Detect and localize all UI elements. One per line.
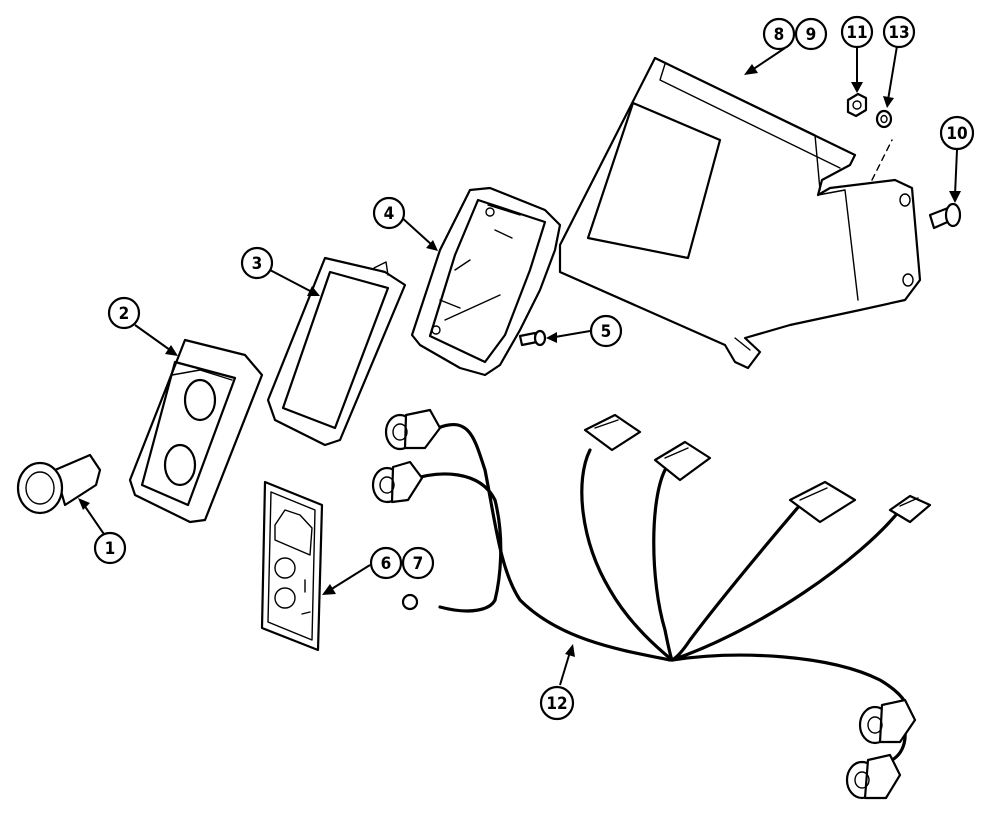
svg-text:5: 5: [601, 322, 612, 342]
svg-text:1: 1: [105, 539, 116, 559]
svg-text:11: 11: [846, 23, 867, 43]
bulb-socket: [371, 460, 424, 504]
connector: [653, 440, 712, 482]
svg-text:10: 10: [946, 124, 967, 144]
callout-7: 7: [401, 546, 435, 580]
callout-1: 1: [93, 531, 127, 565]
connector: [583, 413, 642, 452]
ring-terminal: [401, 593, 419, 611]
decal-plate: [260, 480, 324, 652]
svg-text:2: 2: [119, 304, 130, 324]
callout-3: 3: [240, 246, 274, 280]
connector: [888, 494, 932, 524]
wiring-harness: [371, 408, 932, 800]
callout-5: 5: [589, 314, 623, 348]
bulb-socket: [384, 408, 442, 451]
svg-text:4: 4: [384, 204, 395, 224]
callout-2: 2: [107, 296, 141, 330]
connector: [788, 480, 857, 524]
screw: [518, 329, 547, 347]
bolt: [928, 202, 962, 230]
callout-8: 8: [762, 17, 796, 51]
switch-knob: [16, 453, 102, 515]
bulb-socket: [845, 753, 902, 800]
callout-12: 12: [539, 685, 575, 721]
nut: [846, 92, 868, 118]
callout-4: 4: [372, 196, 406, 230]
svg-text:9: 9: [806, 25, 817, 45]
callout-9: 9: [794, 17, 828, 51]
callout-10: 10: [939, 115, 975, 151]
svg-text:12: 12: [546, 694, 567, 714]
washer: [875, 109, 893, 129]
svg-text:3: 3: [252, 254, 263, 274]
switch-housing: [410, 186, 562, 377]
gasket: [266, 256, 407, 447]
callout-13: 13: [882, 15, 916, 49]
mounting-bracket: [558, 56, 922, 370]
callout-11: 11: [840, 15, 874, 49]
svg-text:13: 13: [888, 23, 909, 43]
callout-6: 6: [369, 546, 403, 580]
bezel: [128, 338, 264, 524]
bulb-socket: [858, 698, 917, 745]
leader-lines: [78, 45, 961, 686]
svg-text:7: 7: [413, 554, 424, 574]
svg-text:8: 8: [774, 25, 785, 45]
svg-text:6: 6: [381, 554, 392, 574]
